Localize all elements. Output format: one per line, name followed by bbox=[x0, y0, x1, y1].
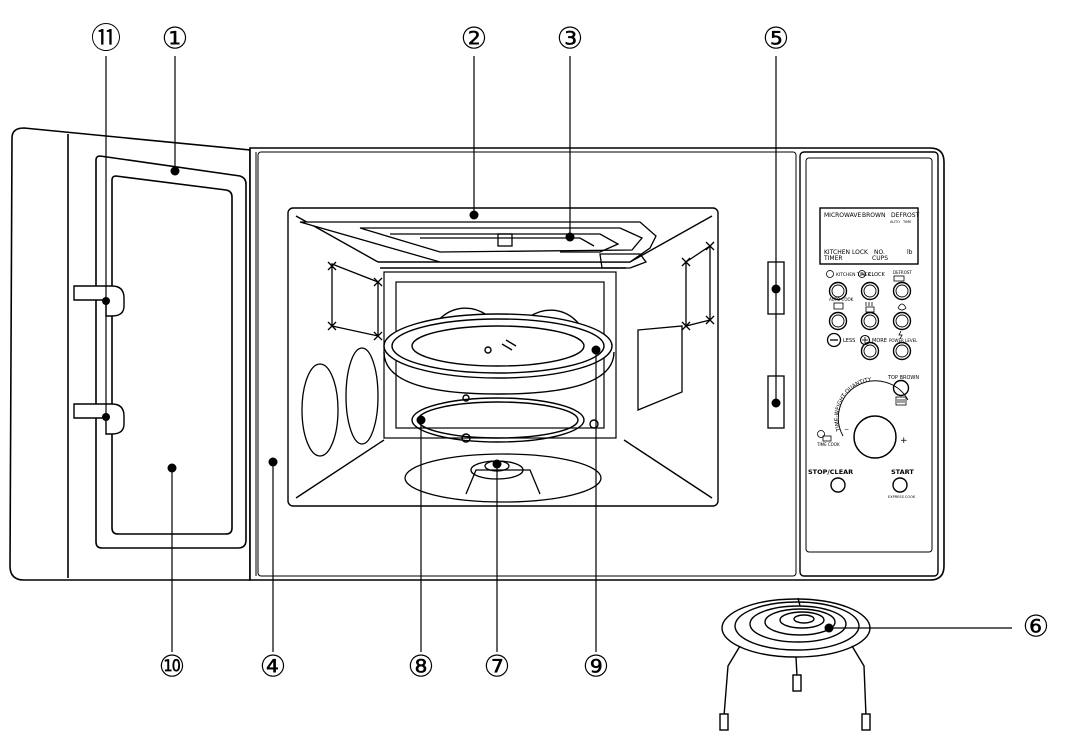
door-latch-lower bbox=[73, 403, 125, 435]
power-icon bbox=[898, 330, 903, 340]
clock-icon bbox=[858, 270, 866, 278]
start-label: START bbox=[891, 468, 914, 476]
time-cook-icon bbox=[817, 430, 825, 438]
callout-10: ⑩ bbox=[159, 650, 186, 685]
glass-tray bbox=[383, 313, 615, 395]
keypad bbox=[828, 281, 912, 493]
callout-11: ⑪ bbox=[91, 22, 121, 57]
time-cook-label: TIME COOK bbox=[816, 442, 840, 447]
stop-clear-button[interactable] bbox=[830, 477, 846, 493]
top-brown-label: TOP BROWN bbox=[887, 375, 919, 381]
callout-9: ⑨ bbox=[583, 650, 610, 685]
auto-cook-icon bbox=[833, 302, 844, 310]
display-time: TIME bbox=[902, 220, 911, 224]
dial-minus: − bbox=[844, 426, 849, 433]
door bbox=[9, 127, 251, 581]
less-label: LESS bbox=[843, 338, 855, 344]
popcorn-icon bbox=[897, 303, 907, 311]
top-brown-button[interactable] bbox=[892, 379, 910, 397]
more-label: MORE bbox=[872, 338, 887, 344]
display-microwave: MICROWAVE bbox=[824, 212, 861, 219]
less-button[interactable] bbox=[826, 332, 842, 348]
display-auto: AUTO bbox=[890, 220, 900, 224]
leader-lines bbox=[105, 56, 1012, 652]
power-level-label: POWER LEVEL bbox=[889, 338, 918, 343]
display-lock: LOCK bbox=[852, 249, 869, 256]
callout-4: ④ bbox=[260, 650, 287, 685]
right-wall-details bbox=[637, 241, 715, 411]
display-window: MICROWAVE BROWN DEFROST AUTO TIME KITCHE… bbox=[819, 207, 920, 265]
keypad-icons bbox=[817, 270, 907, 442]
more-icon bbox=[859, 334, 871, 346]
beverage-icon bbox=[865, 302, 873, 306]
keypad-labels: KITCHEN TIMER CLOCK DEFROST AUTO COOK LE… bbox=[808, 270, 919, 499]
callout-8: ⑧ bbox=[408, 650, 435, 685]
top-brown-icon bbox=[895, 396, 907, 406]
display-kitchen: KITCHEN bbox=[824, 249, 850, 256]
clock-label: CLOCK bbox=[868, 272, 886, 278]
display-lb: lb bbox=[907, 249, 913, 256]
display-cups: CUPS bbox=[872, 255, 888, 262]
callout-1: ① bbox=[162, 22, 189, 57]
display-no: NO. bbox=[874, 249, 885, 256]
left-wall-details bbox=[301, 261, 383, 457]
defrost-icon bbox=[893, 275, 905, 282]
callout-numbers: ⑪ ① ② ③ ⑤ ⑥ ⑩ ④ ⑧ ⑦ ⑨ bbox=[91, 22, 1049, 685]
door-latch-upper bbox=[73, 285, 125, 317]
display-timer: TIMER bbox=[823, 255, 843, 262]
stop-clear-label: STOP/CLEAR bbox=[808, 468, 853, 476]
auto-cook-label: AUTO COOK bbox=[829, 297, 854, 302]
grill-heater bbox=[299, 221, 657, 269]
wire-rack bbox=[719, 597, 871, 731]
start-button[interactable] bbox=[892, 477, 908, 493]
callout-5: ⑤ bbox=[763, 22, 790, 57]
callout-7: ⑦ bbox=[484, 650, 511, 685]
kitchen-timer-label: KITCHEN TIMER bbox=[836, 272, 871, 278]
express-cook-label: EXPRESS COOK bbox=[888, 495, 916, 499]
defrost-label: DEFROST bbox=[893, 270, 912, 275]
callout-6: ⑥ bbox=[1023, 610, 1050, 645]
callout-2: ② bbox=[461, 22, 488, 57]
dial-plus: + bbox=[900, 436, 908, 446]
timer-icon bbox=[826, 270, 834, 278]
display-defrost: DEFROST bbox=[891, 212, 920, 219]
leader-dots bbox=[102, 166, 834, 633]
display-brown: BROWN bbox=[862, 212, 885, 219]
turntable-well bbox=[404, 453, 602, 503]
time-weight-quantity-dial[interactable] bbox=[853, 415, 897, 459]
callout-3: ③ bbox=[557, 22, 584, 57]
